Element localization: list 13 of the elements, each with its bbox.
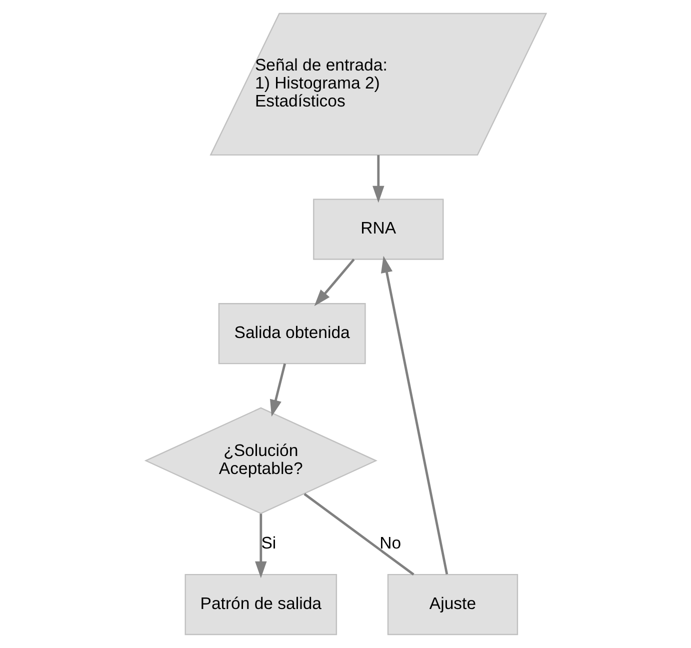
arrow [372, 155, 384, 203]
connector [303, 493, 414, 576]
node-box: Ajuste [386, 574, 518, 636]
edge-label: No [379, 533, 401, 552]
arrow [254, 514, 266, 578]
arrow [314, 258, 354, 306]
arrow [269, 363, 286, 417]
node-box: Patrón de salida [184, 574, 337, 636]
node-diamond: ¿Solución Aceptable? [144, 407, 377, 514]
node-box: Salida obtenida [218, 303, 366, 364]
arrow [380, 256, 448, 574]
node-box: RNA [312, 198, 444, 260]
edge-label: Si [260, 533, 276, 552]
